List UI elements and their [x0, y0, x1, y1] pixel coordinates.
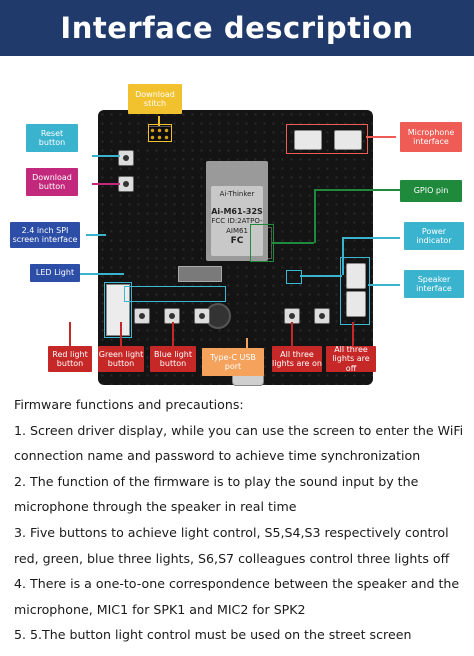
label-all-on: All three lights are on [272, 346, 322, 372]
download-stitch-outline [148, 124, 172, 142]
gpio-line-c [314, 189, 400, 191]
speaker-line [368, 284, 400, 286]
label-microphone-interface: Microphone interface [400, 122, 462, 152]
firmware-notes: Firmware functions and precautions: 1. S… [14, 392, 466, 648]
usb-line [246, 338, 248, 348]
chip-model-text: Ai-M61-32S [211, 207, 263, 217]
led-line [80, 273, 124, 275]
download-stitch-line [158, 116, 160, 126]
page-title: Interface description [60, 11, 414, 45]
microphone-line [366, 136, 396, 138]
label-download-stitch: Download stitch [128, 84, 182, 114]
power-line-a [300, 275, 342, 277]
microphone-outline [286, 124, 368, 154]
led-light-outline [124, 286, 226, 302]
label-led-light: LED Light [30, 264, 80, 282]
speaker-outline [340, 257, 370, 325]
power-indicator-outline [286, 270, 302, 284]
spi-line [86, 234, 106, 236]
reset-line [92, 155, 120, 157]
all-off-button-switch[interactable] [314, 308, 330, 324]
blue-btn-line [172, 322, 174, 346]
gpio-line-a [272, 242, 314, 244]
microphone-connector-1 [294, 130, 322, 150]
label-reset-button: Reset button [26, 124, 78, 152]
green-btn-line [120, 322, 122, 346]
spi-screen-outline [104, 282, 132, 338]
download-line [92, 183, 120, 185]
notes-heading: Firmware functions and precautions: [14, 397, 244, 412]
chip-cert-text: FCC ID:2ATPO-AIM61 [211, 217, 263, 235]
reset-button-switch[interactable] [118, 150, 134, 166]
gpio-line-b [314, 189, 316, 243]
microphone-connector-2 [334, 130, 362, 150]
label-gpio-pin: GPIO pin [400, 180, 462, 202]
speaker-connector-1 [346, 263, 366, 289]
wifi-module-shield: Ai-Thinker Ai-M61-32S FCC ID:2ATPO-AIM61… [211, 186, 263, 256]
all-off-line [352, 322, 354, 346]
label-blue-light-button: Blue light button [150, 346, 196, 372]
label-speaker-interface: Speaker interface [404, 270, 464, 298]
all-on-line [291, 322, 293, 346]
download-button-switch[interactable] [118, 176, 134, 192]
red-light-button-switch[interactable] [134, 308, 150, 324]
label-all-off: All three lights are off [326, 345, 376, 373]
note-item: 2. The function of the firmware is to pl… [14, 473, 419, 515]
blue-light-button-switch[interactable] [194, 308, 210, 324]
note-item: 5. 5.The button light control must be us… [14, 627, 412, 643]
gpio-outline [250, 224, 274, 262]
label-download-button: Download button [26, 168, 78, 196]
note-item: 3. Five buttons to achieve light control… [14, 524, 450, 566]
chip-brand-text: Ai-Thinker [219, 190, 255, 198]
speaker-connector-2 [346, 291, 366, 317]
label-spi-interface: 2.4 inch SPI screen interface [10, 222, 80, 248]
label-typec-port: Type-C USB port [202, 348, 264, 376]
note-item: 1. Screen driver display, while you can … [14, 422, 464, 464]
board-diagram: Ai-Thinker Ai-M61-32S FCC ID:2ATPO-AIM61… [0, 56, 474, 386]
power-line-b [342, 237, 344, 275]
spi-screen-connector [106, 284, 130, 336]
note-item: 4. There is a one-to-one correspondence … [14, 576, 460, 617]
page-title-banner: Interface description [0, 0, 474, 56]
label-green-light-button: Green light button [98, 346, 144, 372]
power-line-c [342, 237, 400, 239]
fpc-connector [178, 266, 222, 282]
chip-mark-text: FC [230, 235, 244, 246]
label-red-light-button: Red light button [48, 346, 92, 372]
red-btn-line [69, 322, 71, 346]
label-power-indicator: Power indicator [404, 222, 464, 250]
